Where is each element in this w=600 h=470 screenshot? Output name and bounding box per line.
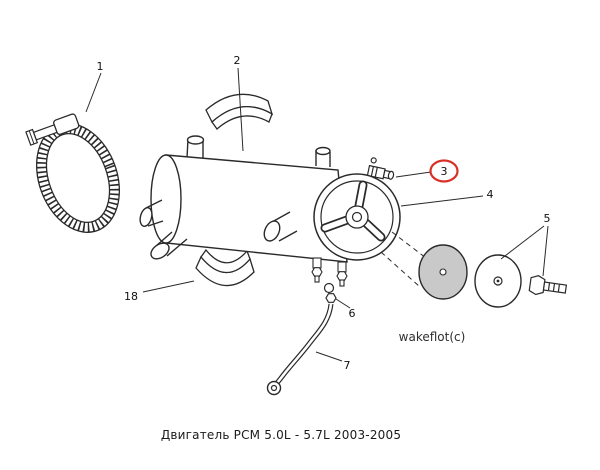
hose-clamp-part (25, 113, 121, 233)
washer-nut-part6 (323, 282, 337, 303)
assembly-dash-line-2 (380, 251, 421, 288)
part-label-7: 7 (344, 359, 351, 372)
leader-line-1 (85, 72, 102, 113)
part-label-3[interactable]: 3 (441, 165, 448, 178)
leader-line-18 (142, 280, 195, 293)
part-label-1: 1 (97, 60, 104, 73)
leader-line-3 (395, 171, 432, 178)
clamp-band-hatch (36, 123, 120, 233)
top-fitting-part3 (366, 157, 395, 180)
clamp-worm-screw (25, 113, 80, 146)
left-end-cap (150, 154, 182, 244)
part-3-highlight-circle[interactable] (429, 159, 459, 183)
saddle-bracket-top (205, 93, 274, 130)
leader-line-2 (237, 67, 244, 152)
left-port-upper (139, 199, 164, 227)
leader-line-4 (400, 195, 484, 207)
end-plate-disc (474, 254, 522, 308)
leader-line-5b (542, 225, 549, 277)
top-stub-left (186, 135, 205, 159)
part-label-2: 2 (234, 54, 241, 67)
part-label-18: 18 (124, 290, 138, 303)
part-label-5: 5 (544, 212, 551, 225)
wheel-spokes (320, 180, 386, 242)
leader-line-6 (335, 298, 351, 309)
diagram-caption: Двигатель PCM 5.0L - 5.7L 2003-2005 (160, 428, 402, 442)
hex-bolt (528, 275, 568, 296)
saddle-bracket-bottom (195, 248, 255, 287)
gasket-disc (418, 244, 468, 300)
drain-hose-part7 (266, 303, 334, 396)
heat-exchanger-body (139, 135, 348, 287)
drain-fitting-right (336, 261, 348, 287)
middle-port (263, 211, 298, 242)
clamp-band-inner (45, 133, 111, 223)
watermark-text: wakeflot(c) (399, 330, 466, 344)
assembly-dash-line-1 (391, 231, 427, 259)
part-label-6: 6 (349, 307, 356, 320)
leader-line-5a (500, 225, 545, 260)
left-port-lower (150, 231, 188, 260)
top-stub-right (315, 146, 331, 167)
leader-line-7 (315, 351, 343, 362)
end-cap-wheel (313, 173, 401, 261)
drain-fitting-left (311, 257, 323, 283)
part-label-4: 4 (487, 188, 494, 201)
